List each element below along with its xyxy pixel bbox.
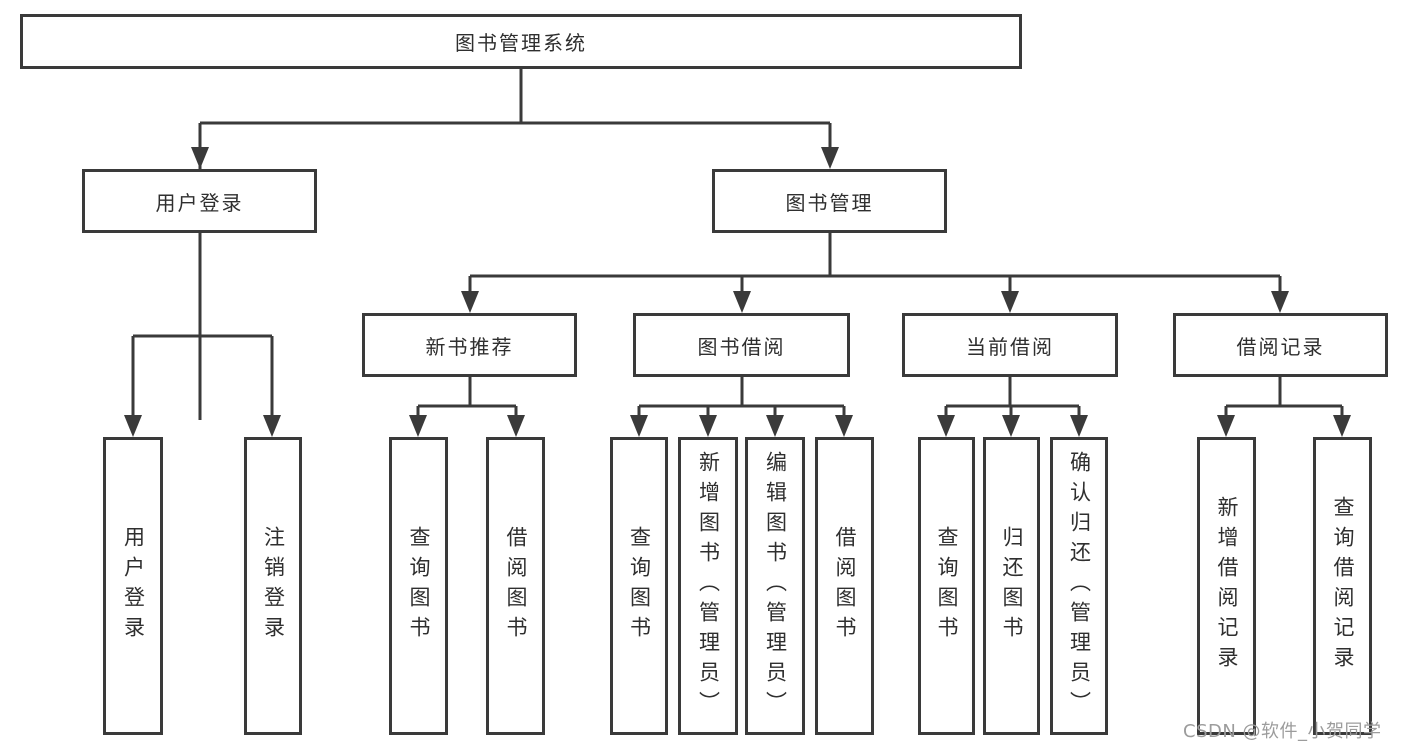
node-borrow-records: 借阅记录 [1173, 313, 1388, 377]
connector-book-borrow-to-leaves [637, 377, 846, 418]
node-root: 图书管理系统 [20, 14, 1022, 69]
node-user-login: 用户登录 [82, 169, 317, 233]
leaf-user-login-label: 用户登录 [121, 526, 146, 646]
leaf-user-login: 用户登录 [103, 437, 163, 735]
node-root-label: 图书管理系统 [455, 31, 587, 55]
leaf-query-books-borrow-label: 查询图书 [627, 526, 652, 646]
connector-user-login-to-leaves [131, 233, 274, 418]
leaf-query-books-newbook-label: 查询图书 [407, 526, 431, 646]
leaf-query-books-current-label: 查询图书 [935, 526, 959, 646]
node-book-borrow: 图书借阅 [633, 313, 850, 377]
leaf-borrow-books-borrow-label: 借阅图书 [833, 526, 857, 646]
connector-new-book-to-leaves [416, 377, 518, 418]
node-borrow-records-label: 借阅记录 [1236, 334, 1325, 359]
leaf-logout: 注销登录 [244, 437, 302, 735]
leaf-add-book-admin: 新增图书（管理员） [678, 437, 738, 735]
leaf-confirm-return-admin-label: 确认归还（管理员） [1067, 451, 1092, 721]
leaf-return-book-label: 归还图书 [1000, 526, 1024, 646]
csdn-watermark: CSDN @软件_小贺同学 [1183, 721, 1382, 742]
leaf-query-books-borrow: 查询图书 [610, 437, 668, 735]
leaf-add-book-admin-label: 新增图书（管理员） [696, 451, 721, 721]
leaf-logout-label: 注销登录 [261, 526, 286, 646]
leaf-add-borrow-record-label: 新增借阅记录 [1215, 496, 1239, 676]
leaf-query-books-current: 查询图书 [918, 437, 975, 735]
leaf-borrow-books-newbook-label: 借阅图书 [504, 526, 528, 646]
node-book-borrow-label: 图书借阅 [697, 334, 786, 359]
connector-root-to-branches [198, 69, 832, 420]
leaf-return-book: 归还图书 [983, 437, 1040, 735]
node-user-login-label: 用户登录 [155, 190, 244, 215]
leaf-query-books-newbook: 查询图书 [389, 437, 448, 735]
connector-current-borrow-to-leaves [944, 377, 1081, 418]
connector-borrow-records-to-leaves [1224, 377, 1344, 418]
leaf-query-borrow-record-label: 查询借阅记录 [1331, 496, 1355, 676]
leaf-edit-book-admin-label: 编辑图书（管理员） [763, 451, 788, 721]
node-current-borrow: 当前借阅 [902, 313, 1118, 377]
node-new-book-recommend-label: 新书推荐 [425, 334, 514, 359]
leaf-add-borrow-record: 新增借阅记录 [1197, 437, 1256, 735]
node-current-borrow-label: 当前借阅 [966, 334, 1054, 359]
node-book-management-label: 图书管理 [785, 190, 874, 215]
leaf-confirm-return-admin: 确认归还（管理员） [1050, 437, 1108, 735]
connector-book-mgmt-to-modules [468, 233, 1282, 294]
node-book-management: 图书管理 [712, 169, 947, 233]
leaf-query-borrow-record: 查询借阅记录 [1313, 437, 1372, 735]
arrowheads [124, 147, 1351, 437]
leaf-edit-book-admin: 编辑图书（管理员） [745, 437, 805, 735]
node-new-book-recommend: 新书推荐 [362, 313, 577, 377]
leaf-borrow-books-newbook: 借阅图书 [486, 437, 545, 735]
leaf-borrow-books-borrow: 借阅图书 [815, 437, 874, 735]
